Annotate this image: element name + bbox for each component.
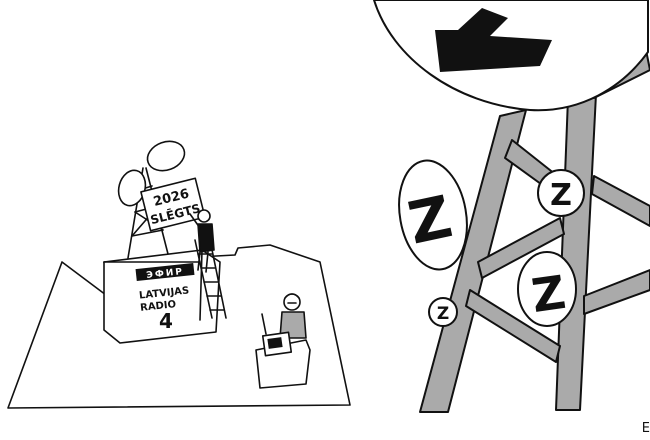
right-panel: Z Z Z Z [373,0,650,413]
dish-antenna-top [146,140,186,172]
sleep-mark-4: Z [437,304,449,324]
sleep-mark-3: Z [528,265,569,323]
corner-mark: E [641,421,650,436]
cabinet-band-label: ЭФИР [146,267,185,281]
listener-figure [279,293,307,339]
tower-brace-2 [477,217,565,279]
tower-brace-3 [465,289,561,363]
worker-figure [189,209,215,273]
sleep-bubble-mid: Z [517,251,577,327]
left-panel: ЭФИР LATVIJAS RADIO 4 2026 SLĒGTS [7,140,351,409]
cabinet-number: 4 [159,309,173,333]
sleep-bubble-small: Z [428,297,458,327]
cabinet-line-1: LATVIJAS [139,285,190,301]
tower-leg-right [555,93,597,411]
radio-set [261,313,293,357]
sleep-mark-2: Z [550,178,572,213]
radio-cabinet: ЭФИР LATVIJAS RADIO 4 [103,249,221,344]
sleep-bubble-top: Z [537,169,585,217]
tower-brace-6 [583,269,650,315]
tower-brace-5 [591,175,650,227]
cabinet-band [135,263,195,281]
cabinet-line-2: RADIO [140,299,177,314]
closed-sign: 2026 SLĒGTS [140,177,206,232]
sleep-bubble-large: Z [398,159,468,271]
dish-marking [435,8,552,72]
